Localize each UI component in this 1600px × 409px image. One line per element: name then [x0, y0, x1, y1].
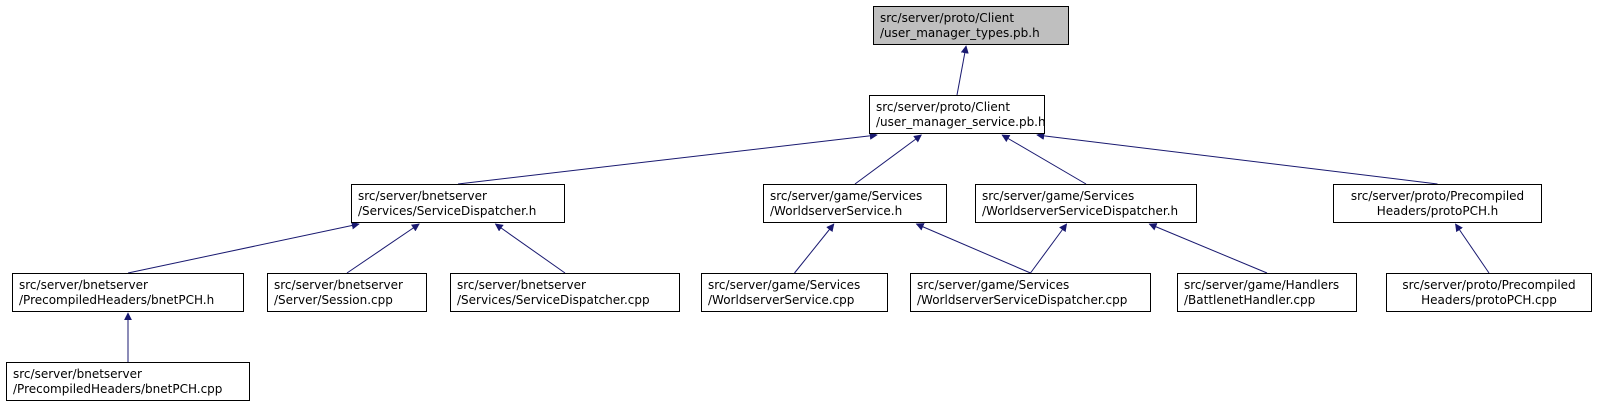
node-label-line-2: /BattlenetHandler.cpp — [1184, 292, 1316, 307]
node-label-line-1: src/server/proto/Client — [880, 10, 1015, 25]
node-label-line-2: /user_manager_types.pb.h — [880, 25, 1040, 40]
edge-layer — [124, 45, 1490, 362]
node-label-line-1: src/server/game/Services — [982, 188, 1135, 203]
node-bnet-pch-cpp[interactable]: src/server/bnetserver /PrecompiledHeader… — [6, 362, 250, 401]
edge-n9-to-n3 — [794, 223, 835, 274]
node-battlenet-handler-cpp[interactable]: src/server/game/Handlers /BattlenetHandl… — [1177, 273, 1357, 312]
node-label-line-2: /WorldserverService.h — [770, 203, 903, 218]
node-label-line-2: /user_manager_service.pb.h — [876, 114, 1046, 129]
node-worldserver-service-dispatcher-cpp[interactable]: src/server/game/Services /WorldserverSer… — [910, 273, 1151, 312]
node-label-line-2: /PrecompiledHeaders/bnetPCH.h — [19, 292, 215, 307]
edge-n10-to-n4 — [1030, 223, 1068, 274]
node-label-line-1: src/server/bnetserver — [13, 366, 142, 381]
node-label-line-1: src/server/proto/Precompiled — [1350, 188, 1525, 203]
edge-n11-to-n4 — [1148, 223, 1268, 274]
edge-n3-to-n1 — [854, 134, 922, 185]
node-user-manager-service-pb-h[interactable]: src/server/proto/Client /user_manager_se… — [869, 95, 1046, 134]
edge-n12-to-n5 — [1455, 223, 1490, 274]
node-label-line-2: /PrecompiledHeaders/bnetPCH.cpp — [13, 381, 223, 396]
node-label-line-1: src/server/bnetserver — [457, 277, 586, 292]
node-proto-pch-h[interactable]: src/server/proto/Precompiled Headers/pro… — [1333, 184, 1542, 223]
node-service-dispatcher-cpp[interactable]: src/server/bnetserver /Services/ServiceD… — [450, 273, 680, 312]
edge-n5-to-n1 — [1036, 131, 1438, 185]
node-label-line-1: src/server/bnetserver — [358, 188, 487, 203]
node-user-manager-types-pb-h[interactable]: src/server/proto/Client /user_manager_ty… — [873, 6, 1069, 45]
node-label-line-2: Headers/protoPCH.h — [1376, 203, 1499, 218]
node-label-line-2: /WorldserverServiceDispatcher.cpp — [917, 292, 1128, 307]
node-label-line-1: src/server/bnetserver — [274, 277, 403, 292]
node-label-line-2: /WorldserverService.cpp — [708, 292, 855, 307]
node-label-line-1: src/server/game/Services — [917, 277, 1070, 292]
node-label-line-2: /Services/ServiceDispatcher.cpp — [457, 292, 650, 307]
node-bnet-pch-h[interactable]: src/server/bnetserver /PrecompiledHeader… — [12, 273, 244, 312]
node-worldserver-service-dispatcher-h[interactable]: src/server/game/Services /WorldserverSer… — [975, 184, 1197, 223]
edge-n1-to-n0 — [956, 45, 969, 96]
node-label-line-1: src/server/game/Services — [770, 188, 923, 203]
edge-n4-to-n1 — [1001, 134, 1087, 185]
node-label-line-2: /Services/ServiceDispatcher.h — [358, 203, 537, 218]
edge-n6-to-n2 — [127, 221, 360, 274]
node-proto-pch-cpp[interactable]: src/server/proto/Precompiled Headers/pro… — [1386, 273, 1592, 312]
edge-n2-to-n1 — [457, 131, 878, 185]
node-label-line-1: src/server/bnetserver — [19, 277, 148, 292]
node-label-line-1: src/server/game/Services — [708, 277, 861, 292]
node-label-line-1: src/server/game/Handlers — [1184, 277, 1340, 292]
edge-n7-to-n2 — [346, 223, 420, 274]
edge-n8-to-n2 — [494, 223, 566, 274]
edge-n10-to-n3 — [915, 223, 1031, 274]
node-label-line-2: Headers/protoPCH.cpp — [1421, 292, 1557, 307]
node-session-cpp[interactable]: src/server/bnetserver /Server/Session.cp… — [267, 273, 427, 312]
node-label-line-2: /WorldserverServiceDispatcher.h — [982, 203, 1179, 218]
node-worldserver-service-cpp[interactable]: src/server/game/Services /WorldserverSer… — [701, 273, 888, 312]
node-service-dispatcher-h[interactable]: src/server/bnetserver /Services/ServiceD… — [351, 184, 565, 223]
node-label-line-1: src/server/proto/Client — [876, 99, 1011, 114]
node-label-line-1: src/server/proto/Precompiled — [1402, 277, 1576, 292]
node-worldserver-service-h[interactable]: src/server/game/Services /WorldserverSer… — [763, 184, 947, 223]
node-label-line-2: /Server/Session.cpp — [274, 292, 393, 307]
